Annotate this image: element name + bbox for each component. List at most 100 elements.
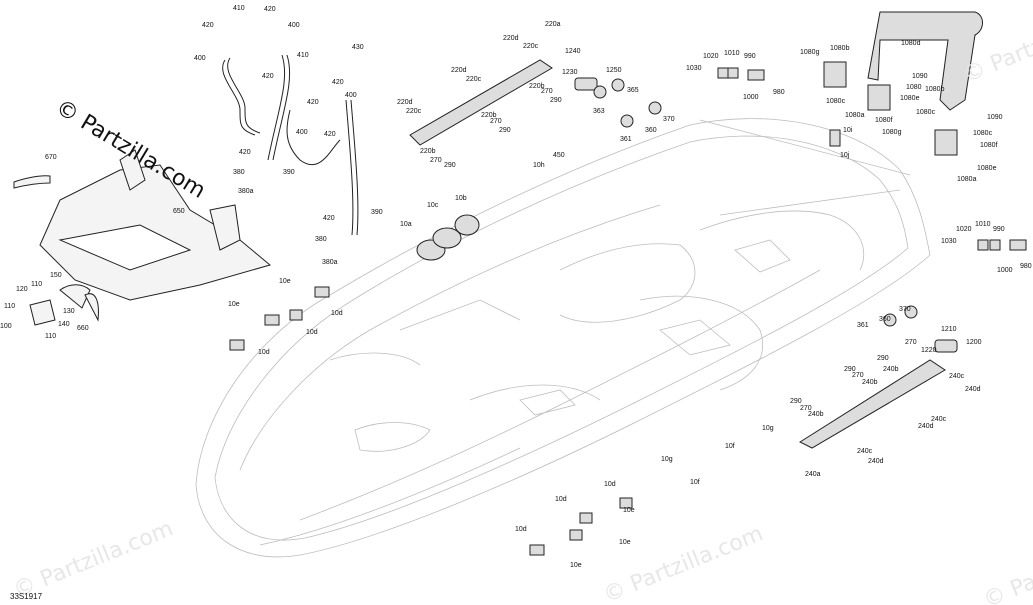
part-callout-1080f[interactable]: 1080f <box>980 142 998 149</box>
part-callout-390[interactable]: 390 <box>283 169 295 176</box>
part-callout-240b[interactable]: 240b <box>883 366 899 373</box>
part-callout-10f[interactable]: 10f <box>690 479 700 486</box>
part-callout-420[interactable]: 420 <box>323 215 335 222</box>
part-callout-1020[interactable]: 1020 <box>956 226 972 233</box>
part-callout-1080a[interactable]: 1080a <box>845 112 865 119</box>
part-callout-1080b[interactable]: 1080b <box>925 86 945 93</box>
part-callout-240b[interactable]: 240b <box>862 379 878 386</box>
part-callout-220c[interactable]: 220c <box>466 76 482 83</box>
part-callout-10a[interactable]: 10a <box>400 221 412 228</box>
part-callout-290[interactable]: 290 <box>790 398 802 405</box>
part-callout-1010[interactable]: 1010 <box>975 221 991 228</box>
part-callout-220d[interactable]: 220d <box>503 35 519 42</box>
part-callout-10g[interactable]: 10g <box>661 456 673 463</box>
part-callout-380a[interactable]: 380a <box>238 188 254 195</box>
part-callout-220b[interactable]: 220b <box>529 83 545 90</box>
part-callout-420[interactable]: 420 <box>239 149 251 156</box>
part-callout-1080e[interactable]: 1080e <box>977 165 997 172</box>
part-callout-10i[interactable]: 10i <box>843 127 853 134</box>
part-callout-400[interactable]: 400 <box>288 22 300 29</box>
part-callout-1200[interactable]: 1200 <box>966 339 982 346</box>
part-callout-1080[interactable]: 1080 <box>906 84 922 91</box>
part-callout-1020[interactable]: 1020 <box>703 53 719 60</box>
part-callout-290[interactable]: 290 <box>844 366 856 373</box>
part-callout-150[interactable]: 150 <box>50 272 62 279</box>
part-callout-380[interactable]: 380 <box>315 236 327 243</box>
part-callout-410[interactable]: 410 <box>233 5 245 12</box>
part-callout-10g[interactable]: 10g <box>762 425 774 432</box>
part-callout-430[interactable]: 430 <box>352 44 364 51</box>
part-callout-240d[interactable]: 240d <box>965 386 981 393</box>
part-callout-140[interactable]: 140 <box>58 321 70 328</box>
part-callout-10e[interactable]: 10e <box>619 539 631 546</box>
part-callout-270[interactable]: 270 <box>852 372 864 379</box>
part-callout-10e[interactable]: 10e <box>623 507 635 514</box>
part-callout-270[interactable]: 270 <box>905 339 917 346</box>
part-callout-1080b[interactable]: 1080b <box>830 45 850 52</box>
part-callout-370[interactable]: 370 <box>663 116 675 123</box>
part-callout-450[interactable]: 450 <box>553 152 565 159</box>
part-callout-400[interactable]: 400 <box>296 129 308 136</box>
part-callout-240d[interactable]: 240d <box>868 458 884 465</box>
part-callout-10d[interactable]: 10d <box>306 329 318 336</box>
part-callout-1080e[interactable]: 1080e <box>900 95 920 102</box>
part-callout-240a[interactable]: 240a <box>805 471 821 478</box>
part-callout-400[interactable]: 400 <box>345 92 357 99</box>
part-callout-240d[interactable]: 240d <box>918 423 934 430</box>
part-callout-270[interactable]: 270 <box>430 157 442 164</box>
part-callout-1080c[interactable]: 1080c <box>916 109 936 116</box>
part-callout-410[interactable]: 410 <box>297 52 309 59</box>
part-callout-660[interactable]: 660 <box>77 325 89 332</box>
part-callout-270[interactable]: 270 <box>800 405 812 412</box>
part-callout-110[interactable]: 110 <box>4 303 16 310</box>
part-callout-1080f[interactable]: 1080f <box>875 117 893 124</box>
part-callout-290[interactable]: 290 <box>877 355 889 362</box>
part-callout-10c[interactable]: 10c <box>427 202 439 209</box>
part-callout-270[interactable]: 270 <box>490 118 502 125</box>
part-callout-10e[interactable]: 10e <box>570 562 582 569</box>
part-callout-420[interactable]: 420 <box>202 22 214 29</box>
part-callout-1080c[interactable]: 1080c <box>973 130 993 137</box>
part-callout-1080a[interactable]: 1080a <box>957 176 977 183</box>
part-callout-240c[interactable]: 240c <box>949 373 965 380</box>
part-callout-1030[interactable]: 1030 <box>686 65 702 72</box>
part-callout-130[interactable]: 130 <box>63 308 75 315</box>
part-callout-980[interactable]: 980 <box>773 89 785 96</box>
part-callout-1000[interactable]: 1000 <box>743 94 759 101</box>
part-callout-1090[interactable]: 1090 <box>987 114 1003 121</box>
part-callout-420[interactable]: 420 <box>332 79 344 86</box>
part-callout-420[interactable]: 420 <box>324 131 336 138</box>
part-callout-240c[interactable]: 240c <box>857 448 873 455</box>
part-callout-220c[interactable]: 220c <box>406 108 422 115</box>
part-callout-240b[interactable]: 240b <box>808 411 824 418</box>
part-callout-400[interactable]: 400 <box>194 55 206 62</box>
part-callout-380a[interactable]: 380a <box>322 259 338 266</box>
part-callout-110[interactable]: 110 <box>31 281 43 288</box>
part-callout-420[interactable]: 420 <box>264 6 276 13</box>
part-callout-990[interactable]: 990 <box>744 53 756 60</box>
part-callout-220d[interactable]: 220d <box>397 99 413 106</box>
part-callout-220b[interactable]: 220b <box>481 112 497 119</box>
part-callout-1080c[interactable]: 1080c <box>826 98 846 105</box>
part-callout-220d[interactable]: 220d <box>451 67 467 74</box>
part-callout-10b[interactable]: 10b <box>455 195 467 202</box>
part-callout-650[interactable]: 650 <box>173 208 185 215</box>
part-callout-365[interactable]: 365 <box>627 87 639 94</box>
part-callout-380[interactable]: 380 <box>233 169 245 176</box>
part-callout-1080g[interactable]: 1080g <box>882 129 902 136</box>
part-callout-360[interactable]: 360 <box>645 127 657 134</box>
part-callout-1230[interactable]: 1230 <box>562 69 578 76</box>
part-callout-1210[interactable]: 1210 <box>941 326 957 333</box>
part-callout-363[interactable]: 363 <box>593 108 605 115</box>
part-callout-1090[interactable]: 1090 <box>912 73 928 80</box>
part-callout-1220[interactable]: 1220 <box>921 347 937 354</box>
part-callout-120[interactable]: 120 <box>16 286 28 293</box>
part-callout-361[interactable]: 361 <box>857 322 869 329</box>
part-callout-990[interactable]: 990 <box>993 226 1005 233</box>
part-callout-220a[interactable]: 220a <box>545 21 561 28</box>
part-callout-290[interactable]: 290 <box>499 127 511 134</box>
part-callout-420[interactable]: 420 <box>307 99 319 106</box>
part-callout-220c[interactable]: 220c <box>523 43 539 50</box>
part-callout-1030[interactable]: 1030 <box>941 238 957 245</box>
part-callout-240c[interactable]: 240c <box>931 416 947 423</box>
